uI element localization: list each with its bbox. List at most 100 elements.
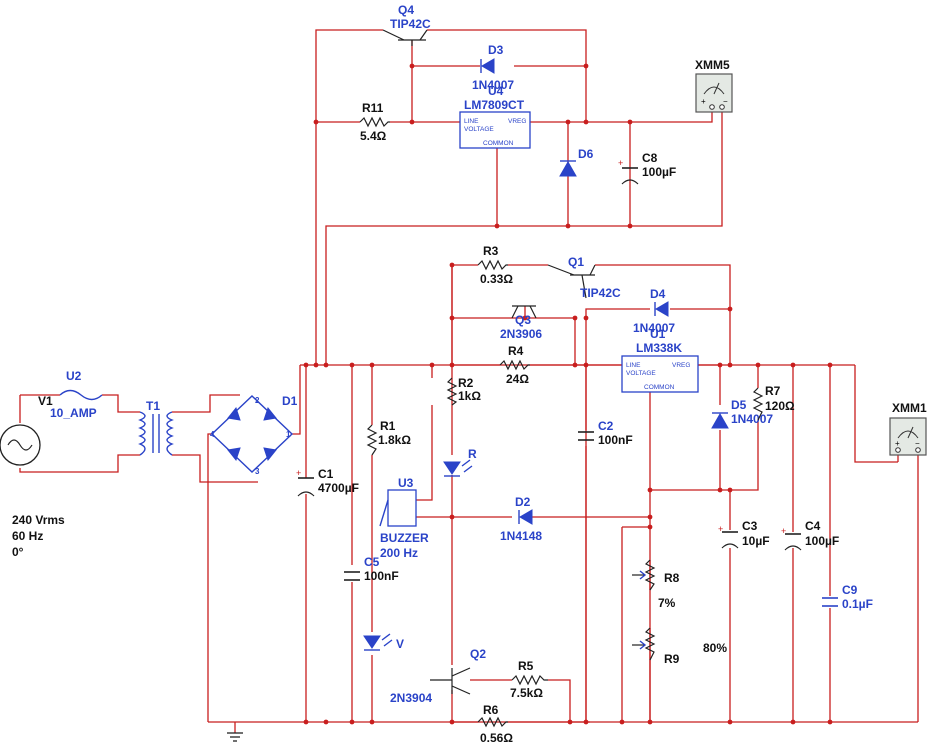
svg-text:+: + (618, 158, 623, 168)
u4-value: LM7809CT (464, 98, 525, 112)
d5-value: 1N4007 (731, 412, 773, 426)
r5-value: 7.5kΩ (510, 686, 543, 700)
r9-setting: 80% (703, 641, 727, 655)
r7-value: 120Ω (765, 399, 795, 413)
led-r-label: R (468, 447, 477, 461)
r9-ref: R9 (664, 652, 680, 666)
potentiometer-r8 (632, 559, 656, 591)
u1-pin-voltage: VOLTAGE (626, 370, 656, 377)
led-v (363, 633, 393, 651)
r11-value: 5.4Ω (360, 129, 387, 143)
junctions (303, 63, 833, 725)
q3-ref: Q3 (515, 313, 531, 327)
d3-value: 1N4007 (472, 78, 514, 92)
r3-ref: R3 (483, 244, 499, 258)
fuse-u2 (59, 389, 103, 401)
r2-value: 1kΩ (458, 389, 481, 403)
c1-value: 4700µF (318, 481, 359, 495)
u1-ref: U1 (650, 327, 666, 341)
r4-ref: R4 (508, 344, 524, 358)
d6-ref: D6 (578, 147, 594, 161)
d2-ref: D2 (515, 495, 531, 509)
resistor-r3 (477, 259, 508, 271)
v1-freq: 60 Hz (12, 529, 43, 543)
r8-ref: R8 (664, 571, 680, 585)
u1-value: LM338K (636, 341, 682, 355)
capacitor-c1: + (296, 468, 315, 497)
d1-pin-bottom: 3 (255, 467, 260, 476)
svg-text:+: + (701, 97, 706, 106)
r4-value: 24Ω (506, 372, 529, 386)
q4-ref: Q4 (398, 3, 414, 17)
u2-ref: U2 (66, 369, 82, 383)
svg-text:−: − (723, 97, 728, 106)
svg-text:+: + (296, 468, 301, 478)
r3-value: 0.33Ω (480, 272, 513, 286)
xmm5-ref: XMM5 (695, 58, 730, 72)
d1-pin-right: 1 (286, 430, 291, 439)
svg-text:+: + (895, 439, 900, 448)
buzzer-u3 (379, 489, 417, 527)
u2-value: 10_AMP (50, 406, 97, 420)
c9-value: 0.1µF (842, 597, 873, 611)
capacitor-c8: + (618, 158, 639, 185)
svg-text:−: − (915, 439, 920, 448)
svg-text:+: + (781, 526, 786, 536)
multimeter-xmm5[interactable]: + − (695, 73, 733, 113)
resistor-r2 (446, 377, 458, 406)
d5-ref: D5 (731, 398, 747, 412)
c3-ref: C3 (742, 519, 758, 533)
c4-ref: C4 (805, 519, 821, 533)
resistor-r6 (477, 716, 508, 728)
u3-freq: 200 Hz (380, 546, 418, 560)
c2-value: 100nF (598, 433, 633, 447)
transistor-q3 (511, 305, 537, 319)
d1-ref: D1 (282, 394, 298, 408)
regulator-u1 (621, 355, 699, 393)
transformer-t1 (138, 411, 174, 456)
r2-ref: R2 (458, 376, 474, 390)
c5-value: 100nF (364, 569, 399, 583)
led-v-label: V (396, 637, 404, 651)
regulator-u4 (459, 111, 531, 149)
q2-ref: Q2 (470, 647, 486, 661)
ac-source-v1 (0, 424, 41, 466)
transistor-q1 (547, 264, 596, 299)
led-r (443, 459, 473, 477)
v1-phase: 0° (12, 545, 24, 559)
resistor-r5 (511, 674, 548, 686)
capacitor-c3: + (718, 524, 739, 549)
resistor-r7 (752, 387, 764, 421)
capacitor-c9 (822, 597, 838, 607)
c5-ref: C5 (364, 555, 380, 569)
d1-pin-top: 2 (255, 396, 260, 405)
u4-ref: U4 (488, 84, 504, 98)
capacitor-c2 (578, 431, 594, 441)
d3-ref: D3 (488, 43, 504, 57)
r5-ref: R5 (518, 659, 534, 673)
c2-ref: C2 (598, 419, 614, 433)
r6-value: 0.56Ω (480, 731, 513, 745)
q1-value: TIP42C (580, 286, 621, 300)
capacitor-c4: + (781, 526, 802, 551)
resistor-r11 (359, 116, 390, 128)
potentiometer-r9 (632, 627, 656, 661)
c4-value: 100µF (805, 534, 839, 548)
diode-d5 (711, 412, 729, 429)
u4-pin-common: COMMON (483, 140, 514, 147)
multimeter-xmm1[interactable]: + − (889, 417, 927, 456)
c9-ref: C9 (842, 583, 858, 597)
diode-d3 (480, 58, 495, 74)
u4-pin-vreg: VREG (508, 118, 526, 125)
q4-value: TIP42C (390, 17, 431, 31)
v1-ref: V1 (38, 394, 53, 408)
transistor-q4 (382, 29, 428, 46)
c1-ref: C1 (318, 467, 334, 481)
c8-ref: C8 (642, 151, 658, 165)
v1-volts: 240 Vrms (12, 513, 65, 527)
u3-ref: U3 (398, 476, 414, 490)
r6-ref: R6 (483, 703, 499, 717)
c8-value: 100µF (642, 165, 676, 179)
xmm1-ref: XMM1 (892, 401, 927, 415)
